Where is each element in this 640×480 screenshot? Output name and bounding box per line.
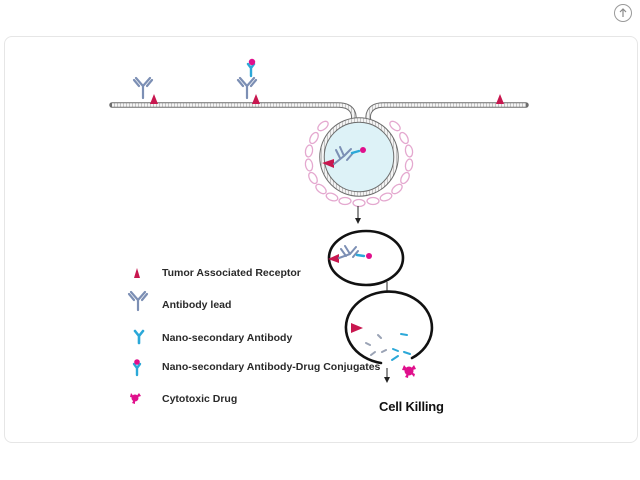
antibody-nano-drug-conjugate-icon [338,245,372,259]
receptor-icon [496,94,504,104]
cell-membrane [109,102,529,127]
nano-secondary-adc-icon [132,359,142,377]
antibody-nano-drug-conjugate-icon [333,146,366,165]
receptor-icon [150,94,158,104]
cell-killing-caption: Cell Killing [379,399,444,414]
receptor-icon [134,268,140,278]
legend-label-receptor: Tumor Associated Receptor [162,267,301,279]
legend-label-antibody-lead: Antibody lead [162,299,232,311]
antibody-nano-drug-conjugate-icon [236,58,258,100]
legend-label-conjugates: Nano-secondary Antibody-Drug Conjugates [162,361,381,373]
upload-arrow-icon[interactable] [614,4,632,22]
nano-secondary-antibody-icon [133,329,145,345]
antibody-lead-icon [132,76,154,100]
released-drug-icon [402,365,416,378]
receptor-icon [328,254,339,263]
legend-label-nano-secondary: Nano-secondary Antibody [162,332,293,344]
endosome [327,229,405,287]
degraded-antibody-fragments [365,333,411,361]
cytotoxic-drug-icon [130,393,141,404]
legend-label-drug: Cytotoxic Drug [162,393,238,405]
coat-vesicles [304,120,414,208]
receptor-icon [252,94,260,104]
receptor-icon [322,159,334,168]
receptor-icon [351,323,363,333]
antibody-lead-icon [127,290,149,312]
lysosome [344,290,434,365]
